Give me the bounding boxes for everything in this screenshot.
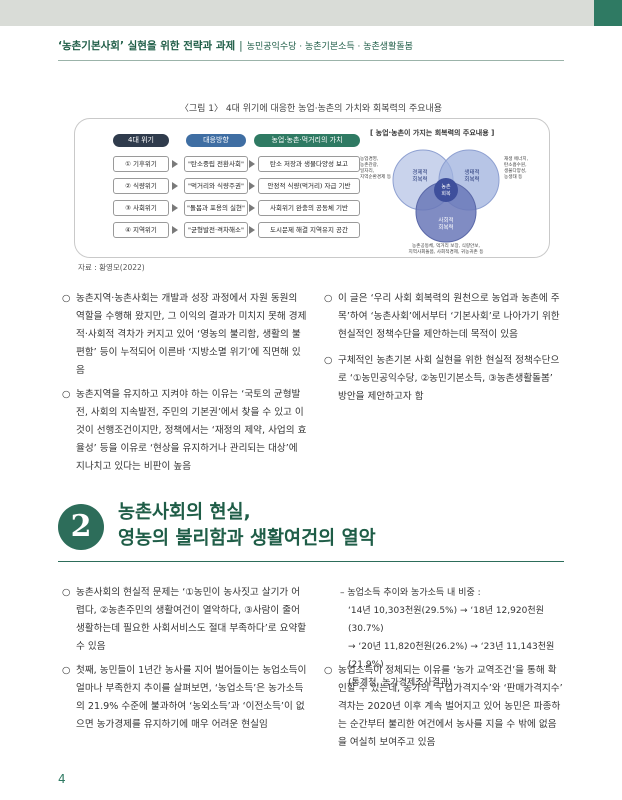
center-circle [434,178,458,202]
income-trend-source: (통계청, 농가경제조사결과) [348,678,452,688]
figure-value-1: 탄소 저장과 생물다양성 보고 [258,156,360,172]
figure-caption: 〈그림 1〉 4대 위기에 대응한 농업·농촌의 가치와 회복력의 주요내용 [179,104,443,114]
social-label-line2: 회복력 [438,223,453,231]
ecological-label-line1: 생태적 [464,168,479,176]
page-number: 4 [58,772,66,786]
right-note-line2: 탄소흡수원, [504,161,527,168]
section-title-line2: 영농의 불리함과 생활여건의 열악 [118,528,376,549]
arrow-icon [172,182,178,190]
bottom-note-line2: 지역사회돌봄, 사회적경제, 귀농귀촌 등 [409,248,484,255]
circle-diagram-title: [ 농업·농촌이 가지는 회복력의 주요내용 ] [370,129,495,137]
right-note-line3: 생물다양성, [504,167,527,174]
income-trend-list: – 농업소득 추이와 농가소득 내 비중 : ‘14년 10,303천원(29.… [340,584,568,692]
arrow-icon [172,226,178,234]
bullet-circle-icon: ○ [62,389,71,400]
arrow-icon [172,160,178,168]
paragraph-text: 농업소득이 정체되는 이유를 ‘농가 교역조건’을 통해 확인할 수 있는데, … [338,665,563,748]
section-title: 농촌사회의 현실, 영농의 불리함과 생활여건의 열악 [118,500,376,552]
paragraph-text: 이 글은 ‘우리 사회 회복력의 원천으로 농업과 농촌에 주목’하여 ‘농촌사… [338,293,560,340]
figure-source: 자료 : 황영모(2022) [78,263,145,272]
header-title: ‘농촌기본사회’ 실현을 위한 전략과 과제 [58,40,236,52]
body-right-paragraph: ○ 농업소득이 정체되는 이유를 ‘농가 교역조건’을 통해 확인할 수 있는데,… [324,662,564,752]
bottom-note-line1: 농촌공동체, 먹거리 보장, 식량안보, [412,242,480,249]
resilience-venn-diagram: 경제적 회복력 생태적 회복력 사회적 회복력 농촌 회복 농업경영, 농촌관광… [360,149,529,255]
body-left-paragraph-1: ○ 농촌사회의 현실적 문제는 ‘①농민이 농사짓고 살기가 어렵다, ②농촌주민… [62,584,308,656]
left-note-line3: 일자리, [360,167,375,174]
intro-right-paragraph-1: ○ 이 글은 ‘우리 사회 회복력의 원천으로 농업과 농촌에 주목’하여 ‘농촌… [324,290,564,344]
income-trend-item: → ‘20년 11,820천원(26.2%) → ‘23년 11,143천원(2… [348,642,555,670]
running-header: ‘농촌기본사회’ 실현을 위한 전략과 과제|농민공익수당 · 농촌기본소득 ·… [58,38,413,53]
bullet-circle-icon: ○ [62,293,71,304]
economic-label-line2: 회복력 [412,175,427,183]
figure-header-value: 농업·농촌·먹거리의 가치 [254,134,360,147]
figure-header-crisis: 4대 위기 [113,134,169,147]
section-number: 2 [58,504,104,550]
paragraph-text: 구체적인 농촌기본 사회 실현을 위한 현실적 정책수단으로 ‘①농민공익수당,… [338,355,560,402]
bullet-circle-icon: ○ [62,665,71,676]
figure-crisis-4: ④ 지역위기 [113,222,169,238]
arrow-icon [249,160,255,168]
economic-label-line1: 경제적 [412,168,427,176]
figure-response-1: "탄소중립 전환사회" [184,156,248,172]
figure-value-4: 도시문제 해결 지역유지 공간 [258,222,360,238]
top-bar [0,0,622,26]
header-rule [58,60,564,61]
bullet-circle-icon: ○ [62,587,71,598]
income-trend-item: ‘14년 10,303천원(29.5%) → ‘18년 12,920천원(30.… [348,606,544,634]
figure-response-3: "돌봄과 포용의 실현" [184,200,248,216]
body-left-paragraph-2: ○ 첫째, 농민들이 1년간 농사를 지어 벌어들이는 농업소득이 얼마나 부족한… [62,662,308,734]
section-title-line1: 농촌사회의 현실, [118,502,251,523]
header-subtitle: 농민공익수당 · 농촌기본소득 · 농촌생활돌봄 [246,42,413,52]
center-label-line2: 회복 [441,190,451,197]
figure-crisis-2: ② 식량위기 [113,178,169,194]
intro-right-paragraph-2: ○ 구체적인 농촌기본 사회 실현을 위한 현실적 정책수단으로 ‘①농민공익수당… [324,352,564,406]
top-bar-accent [594,0,622,26]
arrow-icon [249,226,255,234]
figure-response-4: "균형발전·격차해소" [184,222,248,238]
figure-response-2: "먹거리와 식량주권" [184,178,248,194]
paragraph-text: 농촌지역·농촌사회는 개발과 성장 과정에서 자원 동원의 역할을 수행해 왔지… [76,293,307,376]
header-separator: | [239,40,243,52]
intro-left-paragraph-2: ○ 농촌지역을 유지하고 지켜야 하는 이유는 ‘국토의 균형발전, 사회의 지속… [62,386,308,476]
section-rule [58,561,564,562]
bullet-circle-icon: ○ [324,293,333,304]
paragraph-text: 농촌사회의 현실적 문제는 ‘①농민이 농사짓고 살기가 어렵다, ②농촌주민의… [76,587,307,652]
figure-value-2: 안정적 식량(먹거리) 자급 기반 [258,178,360,194]
figure-crisis-3: ③ 사회위기 [113,200,169,216]
figure-crisis-1: ① 기후위기 [113,156,169,172]
paragraph-text: 첫째, 농민들이 1년간 농사를 지어 벌어들이는 농업소득이 얼마나 부족한지… [76,665,307,730]
left-note-line2: 농촌관광, [360,161,379,168]
ecological-label-line2: 회복력 [464,175,479,183]
intro-left-paragraph-1: ○ 농촌지역·농촌사회는 개발과 성장 과정에서 자원 동원의 역할을 수행해 왔… [62,290,308,380]
right-note-line1: 재생 에너지, [504,155,529,162]
arrow-icon [249,182,255,190]
center-label-line1: 농촌 [441,183,451,190]
figure-header-response: 대응방향 [186,134,246,147]
right-note-line4: 농생태 등 [504,173,522,180]
arrow-icon [249,204,255,212]
bullet-circle-icon: ○ [324,665,333,676]
paragraph-text: 농촌지역을 유지하고 지켜야 하는 이유는 ‘국토의 균형발전, 사회의 지속발… [76,389,307,472]
left-note-line1: 농업경영, [360,155,379,162]
social-label-line1: 사회적 [438,216,453,224]
figure-value-3: 사회위기 완충의 공동체 기반 [258,200,360,216]
bullet-circle-icon: ○ [324,355,333,366]
arrow-icon [172,204,178,212]
left-note-line4: 지역순환경제 등 [360,173,391,180]
income-trend-title: – 농업소득 추이와 농가소득 내 비중 : [340,588,481,598]
